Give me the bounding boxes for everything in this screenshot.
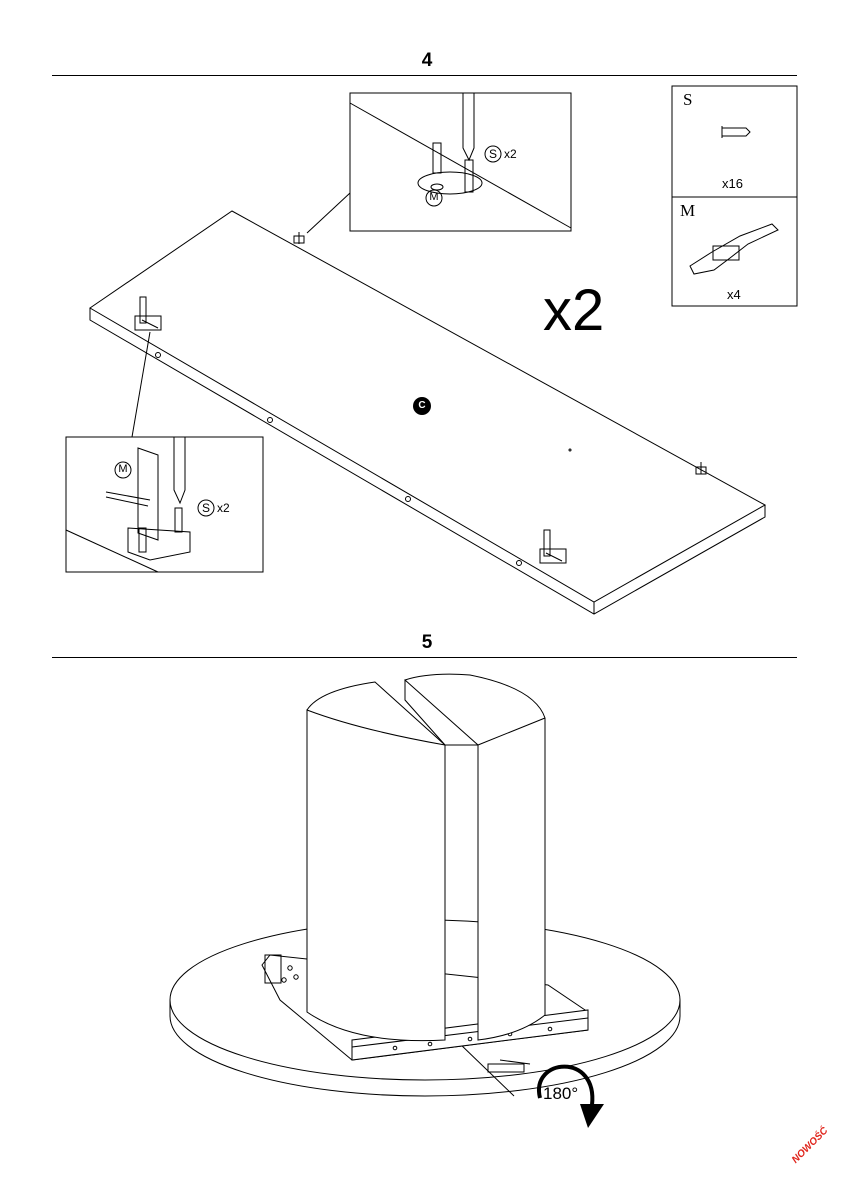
column-left: [306, 681, 446, 1042]
center-latch: [487, 1059, 531, 1073]
screw-icon: [721, 126, 751, 138]
rotation-label: 180°: [543, 1084, 579, 1103]
panel-c-marker: [413, 397, 431, 415]
bracket-top-left: [293, 232, 305, 244]
part-m-letter: M: [680, 201, 696, 220]
step-4-rule: [52, 75, 797, 76]
bracket-left-corner: [134, 296, 162, 331]
parts-box: [671, 85, 798, 307]
step-5-rule: [52, 657, 797, 658]
multiplier-text: x2: [543, 278, 605, 343]
detail-left-qty: x2: [217, 501, 230, 515]
leader-top: [306, 192, 351, 234]
detail-left-part-letter: M: [118, 463, 128, 475]
bracket-right: [695, 462, 707, 475]
detail-box-left: [65, 436, 264, 573]
detail-left-screw-letter: S: [201, 501, 210, 515]
part-s-letter: S: [683, 90, 693, 109]
detail-top-qty: x2: [504, 147, 517, 161]
column-right: [404, 673, 546, 1041]
detail-top-part-letter: M: [429, 191, 439, 203]
detail-box-top: [349, 92, 572, 232]
rotate-arrow-icon: [537, 1064, 604, 1128]
bracket-front: [539, 529, 567, 564]
part-m-qty: x4: [727, 287, 741, 302]
base-holes: [281, 965, 553, 1051]
bracket-icon: [689, 223, 779, 275]
panel-label: C: [418, 400, 426, 411]
leader-left: [131, 331, 151, 438]
step-4-number: 4: [421, 50, 433, 71]
table-panel: [89, 210, 767, 615]
step-5-number: 5: [421, 632, 433, 653]
detail-top-screw-letter: S: [488, 147, 497, 161]
part-s-qty: x16: [722, 176, 743, 191]
panel-holes: [155, 352, 572, 566]
